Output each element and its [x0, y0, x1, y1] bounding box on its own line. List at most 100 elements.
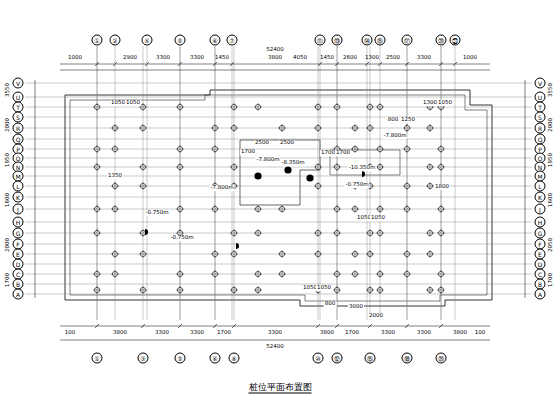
large-pile [284, 166, 291, 173]
axis-line [25, 197, 532, 198]
dimension-text: 100 [475, 330, 486, 336]
pile-cross [407, 205, 408, 213]
elevation-or-dimension: 1350 [107, 173, 123, 179]
dimension-text: 1000 [68, 55, 82, 61]
dimension-text: 1700 [345, 330, 359, 336]
dimension-line [35, 80, 36, 298]
pile-cross [234, 250, 235, 258]
elevation-or-dimension: -8.350m [280, 160, 305, 166]
axis-bubble: ⑱ [402, 353, 413, 364]
pile-cross [318, 182, 319, 190]
pile-cross [337, 205, 338, 213]
pile-cross [258, 103, 259, 111]
dimension-tick [405, 324, 409, 328]
elevation-or-dimension: 800 [324, 301, 337, 307]
dimension-tick [95, 324, 99, 328]
dimension-tick [378, 62, 382, 66]
pile-cross [180, 205, 181, 213]
dimension-text: 3300 [417, 330, 431, 336]
dimension-tick [368, 324, 372, 328]
pile-cross [370, 229, 371, 237]
pile-cross [258, 270, 259, 278]
dimension-text: 2600 [343, 55, 357, 61]
pile-cross [143, 286, 144, 294]
pile-cross [180, 270, 181, 278]
pile-cross [234, 103, 235, 111]
axis-line [115, 46, 116, 320]
axis-bubble: ⑳ [436, 35, 447, 46]
elevation-or-dimension: -7.800m [209, 185, 234, 191]
pile-cross [180, 163, 181, 171]
dimension-tick [113, 62, 117, 66]
core-outline [240, 140, 320, 205]
axis-bubble: S [535, 112, 546, 123]
pile-cross [115, 182, 116, 190]
elevation-or-dimension: 800 [387, 117, 400, 123]
axis-line [25, 149, 532, 150]
axis-line [25, 107, 532, 108]
axis-line [25, 264, 532, 265]
axis-bubble: V [13, 78, 24, 89]
axis-line [407, 46, 408, 320]
dimension-text: 3300 [417, 55, 431, 61]
axis-bubble: ⑮ [375, 35, 386, 46]
axis-line [215, 46, 216, 320]
elevation-or-dimension: 1050 [110, 100, 126, 106]
half-pile [236, 243, 239, 249]
axis-line [234, 46, 235, 320]
pile-cross [143, 229, 144, 237]
pile-cross [407, 145, 408, 153]
pile-cross [337, 163, 338, 171]
axis-bubble: ③ [138, 353, 149, 364]
dimension-text: 52400 [266, 47, 284, 53]
pile-cross [234, 124, 235, 132]
pile-cross [143, 250, 144, 258]
dimension-text: 1950 [548, 153, 554, 167]
axis-bubble: ⑥ [210, 353, 221, 364]
axis-bubble: ⑥ [210, 35, 221, 46]
axis-bubble: ⑤ [175, 353, 186, 364]
axis-line [180, 46, 181, 320]
dimension-text: 100 [65, 330, 76, 336]
pile-cross [430, 286, 431, 294]
dimension-text: 3300 [268, 330, 282, 336]
pile-cross [180, 103, 181, 111]
axis-line [25, 209, 532, 210]
pile-cross [407, 182, 408, 190]
large-pile [254, 172, 261, 179]
pile-cross [355, 145, 356, 153]
axis-bubble: ① [92, 35, 103, 46]
dimension-tick [95, 62, 99, 66]
dimension-line [60, 70, 490, 71]
axis-bubble: ⑳ [436, 353, 447, 364]
axis-line [441, 46, 442, 320]
axis-line [25, 128, 532, 129]
axis-line [25, 233, 532, 234]
axis-grid [25, 46, 532, 340]
axis-line [25, 274, 532, 275]
pile-cross [115, 145, 116, 153]
axis-line [25, 176, 532, 177]
axis-line [25, 244, 532, 245]
pile-cross [380, 205, 381, 213]
axis-bubble: ㉑ [450, 35, 461, 46]
pile-cross [337, 229, 338, 237]
dimension-text: 3300 [190, 330, 204, 336]
axis-line [370, 46, 371, 320]
pile-cross [143, 182, 144, 190]
elevation-or-dimension: 1700 [240, 149, 256, 155]
axis-line [318, 46, 319, 320]
pile-cross [337, 286, 338, 294]
dimension-text: 2000 [5, 238, 11, 252]
elevation-or-dimension: 2000 [368, 313, 384, 319]
axis-line [25, 254, 532, 255]
axis-bubble: L [13, 181, 24, 192]
axis-line [25, 117, 532, 118]
dimension-text: 3550 [548, 83, 554, 97]
elevation-or-dimension: 2500 [279, 140, 295, 146]
pile-cross [380, 229, 381, 237]
axis-line [25, 83, 532, 84]
axis-line [320, 46, 321, 320]
axis-line [441, 46, 442, 320]
axis-line [25, 284, 532, 285]
